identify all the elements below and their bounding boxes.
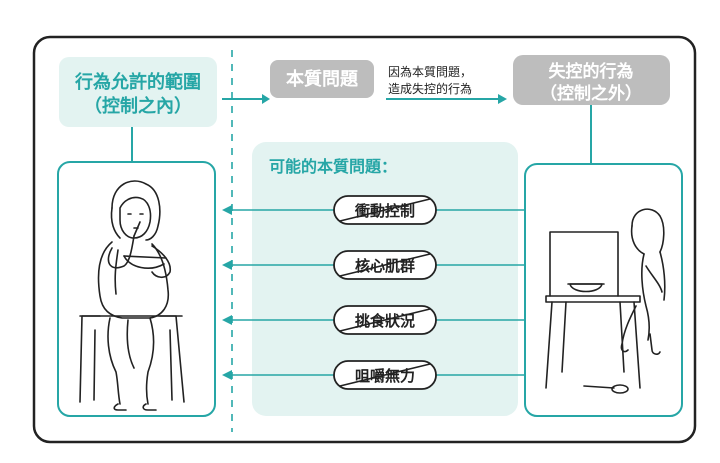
issue-arrow-head: [222, 315, 232, 325]
out-of-control-box: [513, 55, 670, 105]
essence-note-line2: 造成失控的行為: [388, 81, 472, 96]
essence-problem-box: [270, 60, 374, 98]
allowed-range-line1: 行為允許的範圍: [74, 71, 201, 93]
issue-strike-line: [339, 253, 431, 277]
allowed-range-line2: （控制之內）: [84, 95, 192, 117]
issue-strike-line: [339, 363, 431, 387]
child-eating-illustration: [79, 180, 185, 411]
allowed-range-box: [59, 57, 217, 127]
right-figure-frame: [524, 163, 683, 417]
essence-note-line1: 因為本質問題，: [388, 64, 472, 79]
out-of-control-line1: 失控的行為: [549, 61, 634, 82]
arrow-to-essence-head: [262, 94, 270, 104]
child-leaving-table-illustration: [545, 208, 666, 394]
possible-issues-title: 可能的本質問題：: [269, 157, 397, 176]
issue-strike-line: [339, 198, 431, 222]
issue-arrow-head: [222, 205, 232, 215]
issue-strike-line: [339, 308, 431, 332]
arrow-to-out-of-control-head: [498, 94, 507, 104]
out-of-control-line2: （控制之外）: [540, 83, 642, 104]
issue-arrow-head: [222, 260, 232, 270]
left-figure-frame: [57, 161, 216, 417]
essence-problem-label: 本質問題: [286, 68, 359, 90]
issue-arrow-head: [222, 370, 232, 380]
